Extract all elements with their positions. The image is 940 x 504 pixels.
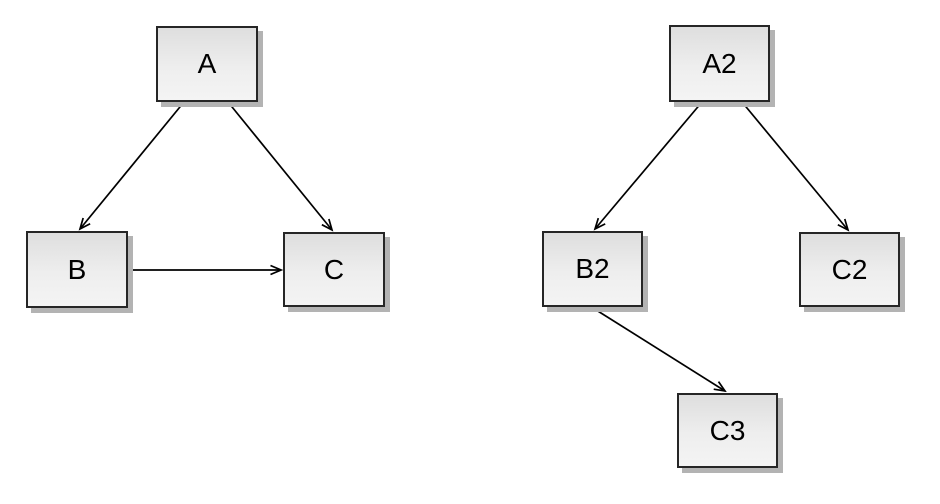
node-c3[interactable]: C3 [677,393,778,468]
node-label-b2: B2 [575,253,610,284]
node-b[interactable]: B [26,231,128,308]
edge-b2-to-c3[interactable] [592,307,725,391]
node-a[interactable]: A [156,26,258,102]
node-label-c: C [323,253,345,285]
node-c[interactable]: C [283,232,385,307]
node-label-a: A [197,48,217,79]
node-b2[interactable]: B2 [542,231,643,307]
edge-a-to-b[interactable] [80,101,185,229]
node-c2[interactable]: C2 [799,232,900,307]
edge-a-to-c[interactable] [227,101,332,230]
node-label-c3: C3 [709,414,746,446]
node-label-a2: A2 [702,47,737,79]
node-label-b: B [67,253,87,285]
node-label-c2: C2 [831,253,868,285]
node-a2[interactable]: A2 [669,25,770,102]
edge-a2-to-b2[interactable] [595,101,703,229]
edge-a2-to-c2[interactable] [741,101,848,230]
